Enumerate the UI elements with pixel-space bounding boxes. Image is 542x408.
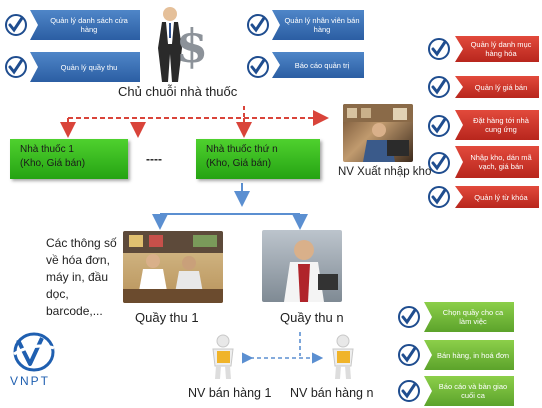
- hardware-note-line: dọc,: [46, 287, 69, 301]
- check-icon: [428, 115, 450, 137]
- check-icon: [428, 38, 450, 60]
- store-1-title: Nhà thuốc 1: [20, 144, 74, 155]
- hardware-note-line: về hóa đơn,: [46, 253, 110, 267]
- feature-tag-shift-report: Báo cáo và bàn giao cuối ca: [424, 376, 514, 406]
- feature-tag-keywords: Quản lý từ khóa: [455, 186, 539, 208]
- counter-1-label: Quầy thu 1: [135, 310, 199, 325]
- check-icon: [428, 186, 450, 208]
- dollar-icon: $: [176, 19, 208, 73]
- vnpt-logo-text: VNPT: [10, 374, 51, 388]
- sales-staff-n-label: NV bán hàng n: [290, 386, 374, 400]
- counter-1-photo: [123, 231, 223, 303]
- store-n-box: Nhà thuốc thứ n (Kho, Giá bán): [196, 139, 320, 179]
- check-icon: [247, 56, 269, 78]
- store-1-box: Nhà thuốc 1 (Kho, Giá bán): [10, 139, 128, 179]
- check-icon: [5, 14, 27, 36]
- blue-store-arrows: [152, 183, 308, 230]
- feature-tag-catalog: Quản lý danh mục hàng hóa: [455, 36, 539, 62]
- check-icon: [428, 152, 450, 174]
- store-1-subtitle: (Kho, Giá bán): [20, 158, 86, 169]
- feature-tag-price: Quản lý giá bán: [455, 76, 539, 98]
- warehouse-staff-photo: [343, 104, 413, 162]
- feature-tag-sell-invoice: Bán hàng, in hoá đơn: [424, 340, 514, 370]
- feature-tag-choose-counter: Chọn quầy cho ca làm việc: [424, 302, 514, 332]
- hardware-note: Các thông số về hóa đơn, máy in, đầu dọc…: [46, 235, 117, 320]
- hardware-note-line: máy in, đầu: [46, 270, 109, 284]
- store-ellipsis: ----: [146, 152, 162, 166]
- check-icon: [247, 14, 269, 36]
- counter-n-label: Quầy thu n: [280, 310, 344, 325]
- store-n-title: Nhà thuốc thứ n: [206, 144, 278, 155]
- check-icon: [398, 306, 420, 328]
- sales-staff-1-figure-icon: [212, 334, 234, 379]
- hardware-note-line: Các thông số: [46, 236, 117, 250]
- feature-tag-store-list: Quản lý danh sách cửa hàng: [30, 10, 140, 40]
- sales-staff-1-label: NV bán hàng 1: [188, 386, 272, 400]
- owner-figure-icon: $: [158, 7, 208, 82]
- counter-n-photo: [262, 230, 342, 302]
- sales-staff-n-figure-icon: [332, 334, 354, 379]
- feature-tag-counter: Quản lý quầy thu: [30, 52, 140, 82]
- feature-tag-supplier-order: Đặt hàng tới nhà cung ứng: [455, 110, 539, 140]
- hardware-note-line: barcode,...: [46, 304, 103, 318]
- blue-staff-arrows: [242, 332, 324, 364]
- check-icon: [398, 380, 420, 402]
- check-icon: [428, 76, 450, 98]
- feature-tag-stock-in: Nhập kho, dán mã vạch, giá bán: [455, 146, 539, 178]
- check-icon: [398, 344, 420, 366]
- check-icon: [5, 56, 27, 78]
- red-dashed-arrows: [60, 106, 329, 138]
- feature-tag-admin-report: Báo cáo quản trị: [272, 52, 364, 78]
- warehouse-staff-label: NV Xuất nhập kho: [338, 166, 432, 178]
- owner-label: Chủ chuỗi nhà thuốc: [118, 84, 238, 99]
- store-n-subtitle: (Kho, Giá bán): [206, 158, 272, 169]
- vnpt-logo-icon: [13, 332, 55, 372]
- feature-tag-sales-staff: Quản lý nhân viên bán hàng: [272, 10, 364, 40]
